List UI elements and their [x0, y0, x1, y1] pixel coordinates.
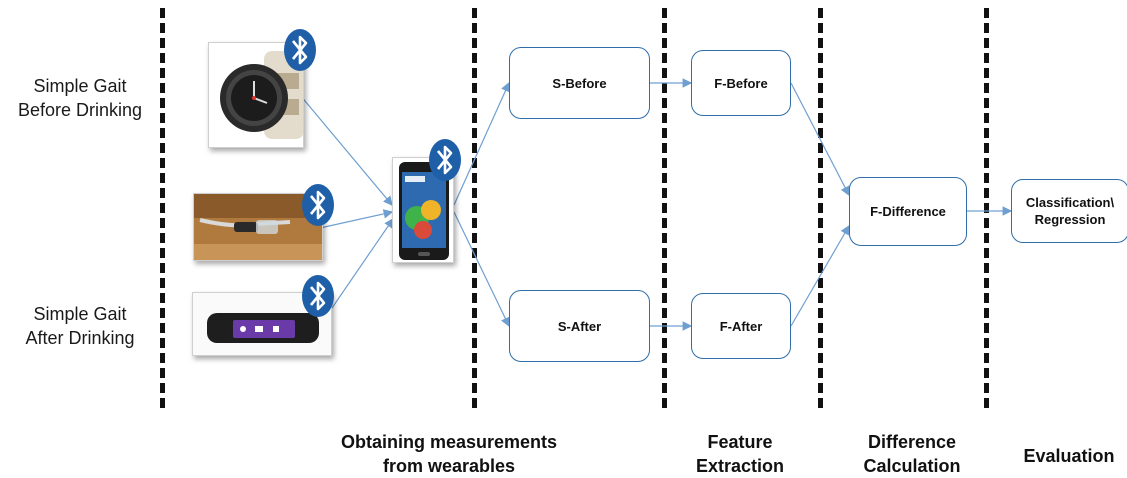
smart-glasses-icon — [194, 194, 322, 260]
smartwatch-icon — [220, 51, 303, 139]
smartphone-icon — [399, 162, 449, 260]
divider-line-2 — [472, 8, 477, 408]
arrow-glass-to-phone — [319, 209, 394, 229]
classification-label: Classification\ — [1025, 195, 1115, 210]
stage-feature-label: Feature Extraction — [695, 432, 785, 476]
s-before-box: S-Before — [509, 47, 650, 119]
divider-line-4 — [818, 8, 823, 408]
bluetooth-icon — [429, 139, 461, 181]
divider-line-3 — [662, 8, 667, 408]
stage-evaluation-label: Evaluation — [1023, 446, 1115, 466]
bluetooth-icon — [302, 275, 334, 317]
classification-regression-box: Classification\ Regression — [1011, 179, 1127, 243]
before-drinking-label: Simple Gait Before Drinking — [17, 76, 143, 120]
regression-label: Regression — [1034, 212, 1106, 227]
arrow-band-to-phone — [331, 218, 394, 309]
bluetooth-icon — [284, 29, 316, 71]
f-difference-box: F-Difference — [849, 177, 967, 246]
arrow-phone-to-sbefore — [453, 81, 510, 206]
arrow-fafter-to-fdiff — [790, 224, 850, 327]
f-after-box: F-After — [691, 293, 791, 359]
stage-obtaining-label: Obtaining measurements from wearables — [340, 432, 558, 476]
arrow-phone-to-safter — [453, 211, 510, 328]
arrow-fbefore-to-fdiff — [790, 82, 850, 197]
divider-line-1 — [160, 8, 165, 408]
after-drinking-label: Simple Gait After Drinking — [25, 304, 135, 348]
s-after-box: S-After — [509, 290, 650, 362]
arrow-watch-to-phone — [299, 94, 393, 206]
smart-glasses-photo — [193, 193, 323, 261]
stage-difference-label: Difference Calculation — [863, 432, 961, 476]
divider-line-5 — [984, 8, 989, 408]
bluetooth-icon — [302, 184, 334, 226]
f-before-box: F-Before — [691, 50, 791, 116]
